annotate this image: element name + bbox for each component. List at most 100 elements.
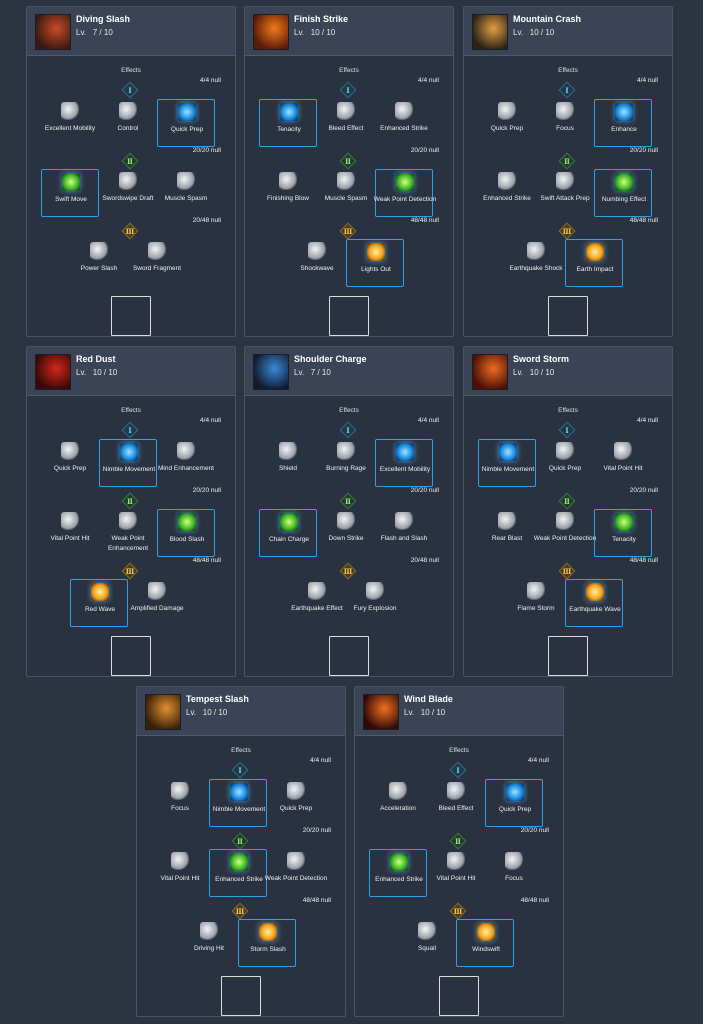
diving-slash-icon[interactable] [35, 14, 71, 50]
tier-2-points: 20/20 null [629, 487, 658, 494]
tripod-option[interactable]: Excellent Mobility [41, 99, 99, 147]
tripod-option[interactable]: Quick Prep [41, 439, 99, 487]
tempest-slash-icon[interactable] [145, 694, 181, 730]
red-dust-icon[interactable] [35, 354, 71, 390]
tripod-option[interactable]: Weak Point Enhancement [99, 509, 157, 557]
tripod-option[interactable]: Quick Prep [157, 99, 215, 147]
tripod-option[interactable]: Swordswipe Draft [99, 169, 157, 217]
tripod-option[interactable]: Lights Out [346, 239, 404, 287]
mountain-crash-icon[interactable] [472, 14, 508, 50]
tripod-option[interactable]: Weak Point Detection [265, 849, 327, 897]
tripod-option[interactable]: Swift Move [41, 169, 99, 217]
tripod-option[interactable]: Enhanced Strike [209, 849, 267, 897]
tripod-option[interactable]: Focus [151, 779, 209, 827]
wind-blade-icon[interactable] [363, 694, 399, 730]
tripod-option[interactable]: Enhanced Strike [375, 99, 433, 147]
tripod-option[interactable]: Quick Prep [478, 99, 536, 147]
shoulder-charge-icon[interactable] [253, 354, 289, 390]
skill-name: Mountain Crash [513, 14, 582, 24]
tripod-option[interactable]: Vital Point Hit [151, 849, 209, 897]
tripod-option[interactable]: Power Slash [70, 239, 128, 287]
tripod-option[interactable]: Storm Slash [238, 919, 296, 967]
tripod-option[interactable]: Numbing Effect [594, 169, 652, 217]
gem-slot[interactable] [111, 296, 151, 336]
tripod-option[interactable]: Vital Point Hit [41, 509, 99, 557]
tripod-option[interactable]: Down Strike [317, 509, 375, 557]
tripod-option[interactable]: Red Wave [70, 579, 128, 627]
tripod-option[interactable]: Flame Storm [507, 579, 565, 627]
tripod-option[interactable]: Muscle Spasm [317, 169, 375, 217]
tier-2-icon: Ⅱ [339, 152, 357, 170]
tripod-option[interactable]: Driving Hit [180, 919, 238, 967]
tripod-option[interactable]: Focus [485, 849, 543, 897]
tripod-option[interactable]: Weak Point Detection [534, 509, 596, 557]
skill-level: Lv. 10 / 10 [76, 368, 118, 377]
tripod-option[interactable]: Enhanced Strike [369, 849, 427, 897]
tripod-option-icon [62, 173, 80, 191]
tier-1-points: 4/4 null [200, 77, 221, 84]
tripod-option[interactable]: Squall [398, 919, 456, 967]
tripod-option-label: Quick Prep [53, 465, 87, 472]
tripod-option[interactable]: Enhanced Strike [478, 169, 536, 217]
tripod-option[interactable]: Weak Point Detection [374, 169, 436, 217]
finish-strike-icon[interactable] [253, 14, 289, 50]
tripod-option[interactable]: Sword Fragment [128, 239, 186, 287]
tripod-option[interactable]: Quick Prep [485, 779, 543, 827]
gem-slot[interactable] [548, 636, 588, 676]
tripod-option[interactable]: Flash and Slash [375, 509, 433, 557]
tripod-option-icon [148, 582, 166, 600]
tripod-option[interactable]: Earthquake Shock [507, 239, 565, 287]
tripod-option[interactable]: Quick Prep [267, 779, 325, 827]
skill-name: Tempest Slash [186, 694, 249, 704]
tier-1-points: 4/4 null [637, 417, 658, 424]
tripod-option[interactable]: Amplified Damage [128, 579, 186, 627]
tripod-option[interactable]: Tenacity [594, 509, 652, 557]
tripod-option[interactable]: Swift Attack Prep [536, 169, 594, 217]
tripod-option[interactable]: Burning Rage [317, 439, 375, 487]
tripod-option-label: Quick Prep [279, 805, 313, 812]
tripod-option-icon [61, 442, 79, 460]
tripod-option[interactable]: Shockwave [288, 239, 346, 287]
tripod-option[interactable]: Earth Impact [565, 239, 623, 287]
tripod-option[interactable]: Fury Explosion [346, 579, 404, 627]
tripod-option-label: Quick Prep [490, 125, 524, 132]
tripod-option[interactable]: Nimble Movement [99, 439, 157, 487]
tripod-option-label: Tenacity [277, 126, 301, 133]
tripod-option[interactable]: Mind Enhancement [157, 439, 215, 487]
tripod-option[interactable]: Quick Prep [536, 439, 594, 487]
tripod-option[interactable]: Chain Charge [259, 509, 317, 557]
tripod-option[interactable]: Earthquake Effect [288, 579, 346, 627]
tripod-option[interactable]: Blood Slash [157, 509, 215, 557]
tripod-option[interactable]: Rear Blast [478, 509, 536, 557]
tripod-option[interactable]: Nimble Movement [478, 439, 536, 487]
tripod-option-icon [615, 513, 633, 531]
tripod-option[interactable]: Earthquake Wave [565, 579, 623, 627]
tripod-option[interactable]: Vital Point Hit [427, 849, 485, 897]
sword-storm-icon[interactable] [472, 354, 508, 390]
tripod-option[interactable]: Windswift [456, 919, 514, 967]
tripod-option-label: Flame Storm [517, 605, 555, 612]
tripod-option[interactable]: Bleed Effect [317, 99, 375, 147]
gem-slot[interactable] [439, 976, 479, 1016]
gem-slot[interactable] [329, 636, 369, 676]
tripod-option[interactable]: Enhance [594, 99, 652, 147]
tripod-option[interactable]: Finishing Blow [259, 169, 317, 217]
gem-slot[interactable] [548, 296, 588, 336]
tripod-option[interactable]: Focus [536, 99, 594, 147]
tripod-option[interactable]: Bleed Effect [427, 779, 485, 827]
tripod-option-icon [505, 852, 523, 870]
gem-slot[interactable] [221, 976, 261, 1016]
tripod-option[interactable]: Nimble Movement [209, 779, 267, 827]
tripod-option[interactable]: Control [99, 99, 157, 147]
tripod-option[interactable]: Vital Point Hit [594, 439, 652, 487]
tripod-option[interactable]: Acceleration [369, 779, 427, 827]
gem-slot[interactable] [329, 296, 369, 336]
gem-slot[interactable] [111, 636, 151, 676]
tripod-option[interactable]: Excellent Mobility [375, 439, 433, 487]
tripod-option-icon [527, 582, 545, 600]
tier-1-icon: Ⅰ [558, 81, 576, 99]
tripod-option[interactable]: Tenacity [259, 99, 317, 147]
tripod-option[interactable]: Shield [259, 439, 317, 487]
tripod-option[interactable]: Muscle Spasm [157, 169, 215, 217]
